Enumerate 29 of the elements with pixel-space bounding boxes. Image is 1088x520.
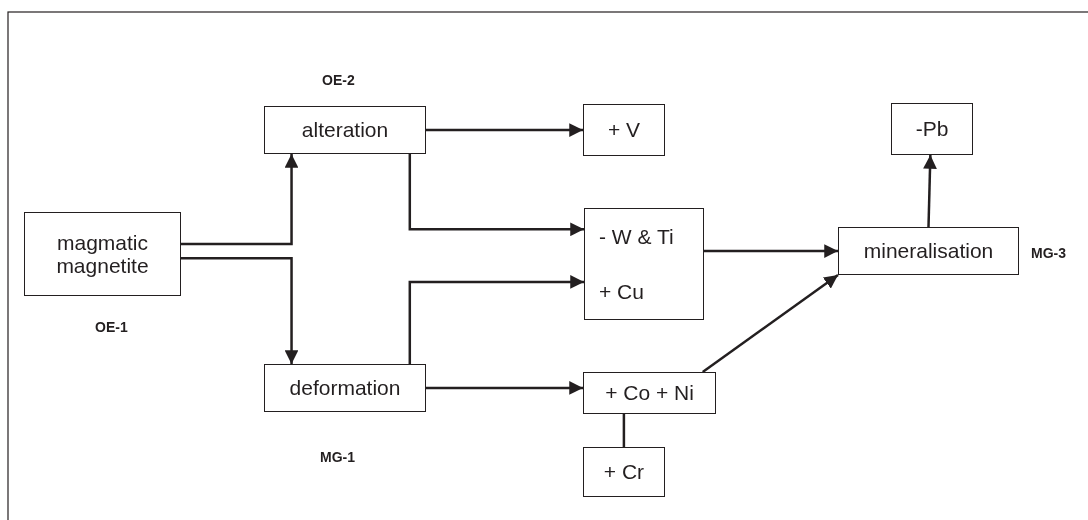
arrow (426, 123, 583, 137)
process-box (583, 447, 665, 497)
arrow (408, 275, 584, 364)
arrow (701, 274, 839, 373)
stage-label: OE-1 (95, 319, 128, 335)
stage-label: MG-3 (1031, 245, 1066, 261)
process-box (583, 104, 665, 156)
box-label: - W & Ti (599, 224, 674, 249)
stage-label: OE-2 (322, 72, 355, 88)
box-label: + Co + Ni (605, 381, 694, 405)
process-box (891, 103, 973, 155)
arrow (408, 154, 584, 237)
box-label: + Cr (603, 460, 645, 484)
box-label: alteration (301, 118, 389, 142)
arrow (181, 154, 299, 246)
process-box (583, 372, 716, 414)
arrow (424, 381, 583, 395)
box-label: deformation (289, 376, 401, 400)
stage-label: MG-1 (320, 449, 355, 465)
arrow (702, 244, 838, 258)
process-box (584, 208, 704, 320)
connector-line (622, 414, 626, 447)
box-label: + V (607, 118, 641, 142)
box-label: magmatic magnetite (55, 230, 150, 278)
box-label: mineralisation (863, 239, 994, 263)
arrow (923, 154, 937, 229)
box-label: + Cu (599, 279, 644, 304)
arrow (181, 256, 299, 364)
box-label: -Pb (915, 117, 949, 141)
